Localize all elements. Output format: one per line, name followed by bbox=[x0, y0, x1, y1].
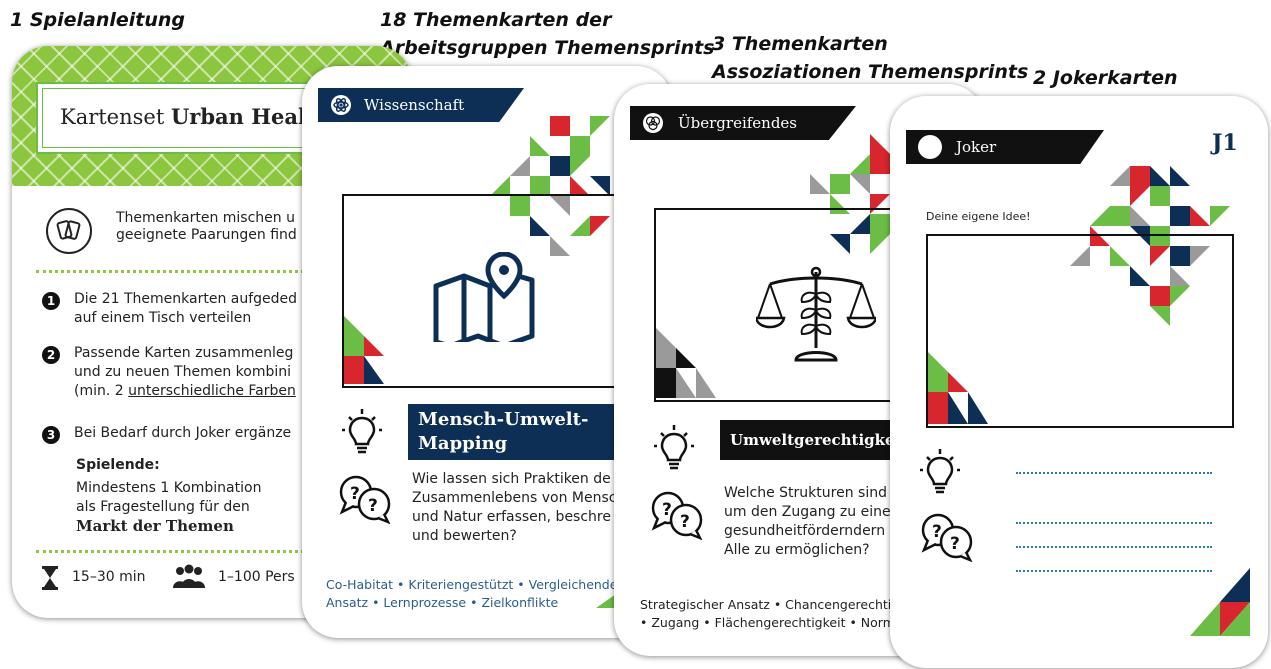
svg-text:?: ? bbox=[368, 496, 378, 516]
cross-question-line1: Welche Strukturen sind bbox=[724, 485, 887, 501]
step-number-2: 2 bbox=[42, 346, 60, 364]
circle-icon bbox=[918, 135, 942, 159]
science-image-frame bbox=[342, 194, 672, 388]
step-number-3: 3 bbox=[42, 426, 60, 444]
heading-work-groups-line1: 18 Themenkarten der bbox=[380, 9, 612, 31]
lightbulb-icon bbox=[342, 408, 382, 460]
science-card[interactable]: Wissenschaft Mensch-Umwelt- Mapping bbox=[302, 66, 672, 638]
rules-duration: 15–30 min bbox=[72, 569, 146, 585]
science-category: Wissenschaft bbox=[364, 96, 465, 114]
svg-text:?: ? bbox=[950, 534, 960, 554]
science-question-line3: und Natur erfassen, beschre bbox=[412, 509, 611, 525]
joker-idea-line[interactable] bbox=[1016, 472, 1212, 474]
rules-card-title-bold: Urban Healt bbox=[170, 104, 316, 129]
atom-icon bbox=[330, 94, 352, 122]
joker-question-line-1[interactable] bbox=[1016, 522, 1212, 524]
lightbulb-icon bbox=[920, 448, 960, 500]
speech-question-icon: ?? bbox=[920, 512, 974, 566]
science-question-line1: Wie lassen sich Praktiken de bbox=[412, 471, 611, 487]
science-tags-line1: Co-Habitat • Kriteriengestützt • Verglei… bbox=[326, 577, 623, 592]
rules-end-line2: als Fragestellung für den bbox=[76, 499, 250, 515]
svg-text:?: ? bbox=[350, 484, 360, 504]
heading-associations-line1: 3 Themenkarten bbox=[712, 33, 888, 55]
rules-intro-line2: geeignete Paarungen find bbox=[116, 227, 297, 243]
rules-step2-link: unterschiedliche Farben bbox=[128, 383, 296, 399]
heading-associations-line2: Assoziationen Themensprints bbox=[712, 61, 1029, 83]
cross-triangle-pattern bbox=[810, 134, 940, 274]
rules-divider-top bbox=[36, 270, 412, 273]
people-icon bbox=[172, 564, 206, 594]
joker-category: Joker bbox=[956, 138, 997, 156]
joker-image-frame[interactable] bbox=[926, 234, 1234, 428]
science-triangle-pattern bbox=[490, 116, 620, 256]
scales-icon bbox=[754, 264, 878, 368]
joker-triangle-pattern bbox=[1070, 166, 1240, 326]
joker-card[interactable]: Joker J1 Deine eigene Idee! bbox=[890, 96, 1268, 668]
science-title-line2: Mapping bbox=[418, 433, 508, 454]
rules-players: 1–100 Pers bbox=[218, 569, 295, 585]
rules-step2-line2: und zu neuen Themen kombini bbox=[74, 364, 292, 380]
heading-rules: 1 Spielanleitung bbox=[10, 9, 186, 31]
heading-work-groups-line2: Arbeitsgruppen Themensprints bbox=[380, 37, 715, 59]
rules-card-title-prefix: Kartenset bbox=[60, 105, 171, 129]
hourglass-icon bbox=[42, 566, 58, 594]
venn-icon bbox=[642, 112, 664, 140]
rules-intro-line1: Themenkarten mischen u bbox=[116, 210, 295, 226]
joker-question-line-3[interactable] bbox=[1016, 570, 1212, 572]
svg-text:?: ? bbox=[680, 512, 690, 532]
cards-icon bbox=[46, 208, 92, 254]
cross-image-frame bbox=[654, 208, 984, 402]
svg-text:?: ? bbox=[662, 500, 672, 520]
joker-question-line-2[interactable] bbox=[1016, 546, 1212, 548]
rules-end-title: Spielende: bbox=[76, 457, 160, 473]
cross-title: Umweltgerechtigkeit bbox=[730, 431, 908, 449]
science-title-line1: Mensch-Umwelt- bbox=[418, 409, 589, 430]
rules-step3: Bei Bedarf durch Joker ergänze bbox=[74, 425, 292, 441]
svg-text:?: ? bbox=[932, 522, 942, 542]
cross-card-header: Übergreifendes bbox=[630, 106, 856, 140]
cross-card[interactable]: Übergreifendes Umweltgerechtigkeit ?? bbox=[614, 84, 984, 656]
cross-tags-line1: Strategischer Ansatz • Chancengerechtig bbox=[640, 597, 900, 612]
science-question-line2: Zusammenlebens von Mensc bbox=[412, 490, 617, 506]
cross-question-line2: um den Zugang zu eine bbox=[724, 504, 891, 520]
cross-tags-line2: • Zugang • Flächengerechtigkeit • Normat bbox=[640, 615, 908, 630]
rules-divider-bottom bbox=[36, 550, 412, 553]
map-pin-icon bbox=[432, 251, 542, 349]
science-tags-line2: Ansatz • Lernprozesse • Zielkonflikte bbox=[326, 595, 559, 610]
cross-question-line3: gesundheitförderndern a bbox=[724, 523, 899, 539]
rules-end-line1: Mindestens 1 Kombination bbox=[76, 480, 262, 496]
rules-step2-line1: Passende Karten zusammenleg bbox=[74, 345, 294, 361]
science-question-line4: und bewerten? bbox=[412, 528, 517, 544]
cross-question-line4: Alle zu ermöglichen? bbox=[724, 542, 870, 558]
rules-step2-line3: (min. 2 bbox=[74, 383, 129, 399]
science-card-header: Wissenschaft bbox=[318, 88, 524, 122]
rules-end-line3: Markt der Themen bbox=[76, 517, 234, 535]
speech-question-icon: ?? bbox=[338, 474, 392, 528]
joker-card-header: Joker bbox=[906, 130, 1104, 164]
step-number-1: 1 bbox=[42, 292, 60, 310]
rules-step1-line1: Die 21 Themenkarten aufgeded bbox=[74, 291, 298, 307]
joker-code: J1 bbox=[1212, 130, 1238, 156]
lightbulb-icon bbox=[654, 424, 694, 476]
speech-question-icon: ?? bbox=[650, 490, 704, 544]
heading-jokers: 2 Jokerkarten bbox=[1033, 67, 1178, 89]
cross-category: Übergreifendes bbox=[678, 114, 798, 132]
rules-step1-line2: auf einem Tisch verteilen bbox=[74, 310, 252, 326]
joker-prompt: Deine eigene Idee! bbox=[926, 210, 1031, 223]
